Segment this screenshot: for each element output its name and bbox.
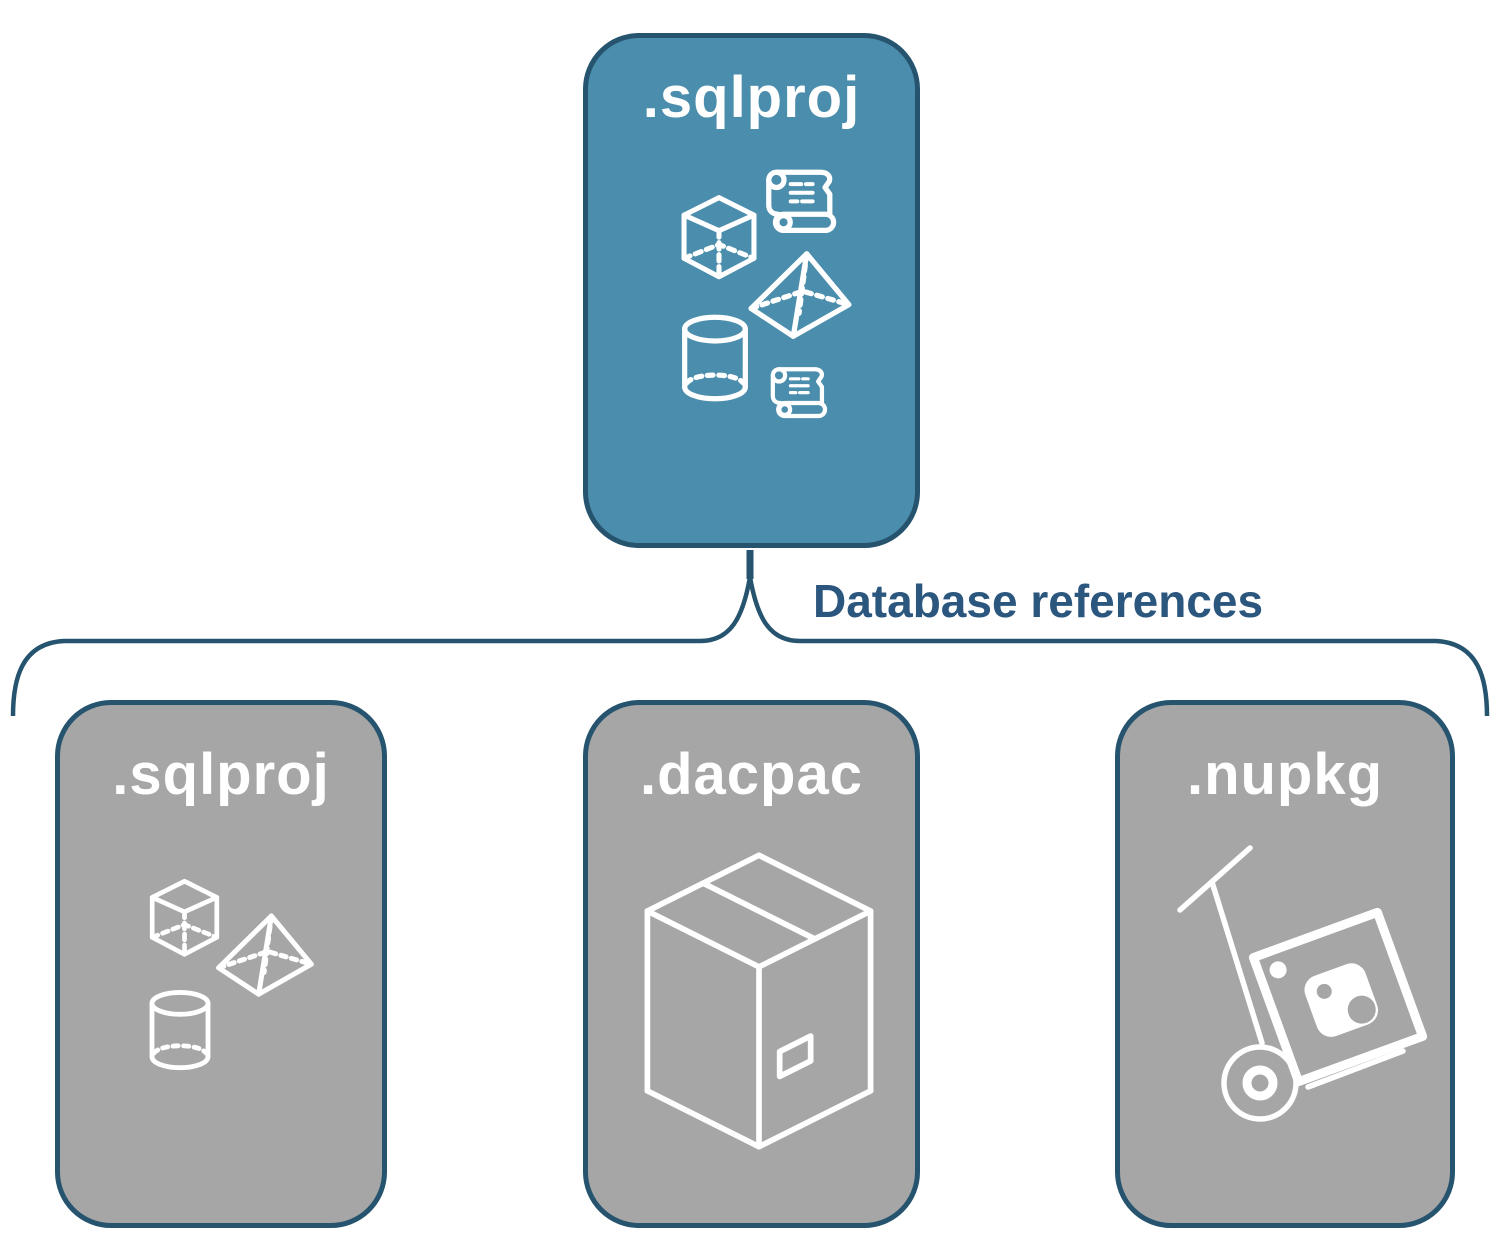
package-box-icon — [635, 847, 883, 1157]
cube-icon — [152, 881, 217, 954]
node-title-dacpac: .dacpac — [640, 742, 863, 807]
node-title-nupkg: .nupkg — [1186, 742, 1384, 807]
node-title-sqlproj-child: .sqlproj — [112, 742, 330, 807]
node-nupkg: .nupkg — [1115, 700, 1455, 1228]
scroll-icon — [773, 369, 825, 416]
sql-objects-icons — [648, 153, 868, 453]
cylinder-icon — [152, 992, 208, 1067]
scroll-icon — [769, 172, 834, 230]
node-title-sqlproj-parent: .sqlproj — [642, 65, 861, 130]
node-sqlproj-parent: .sqlproj — [583, 33, 920, 548]
cube-icon — [684, 198, 754, 277]
connector-brace — [10, 576, 1490, 717]
sql-objects-icons — [120, 845, 340, 1085]
cylinder-icon — [685, 317, 746, 399]
connector-label: Database references — [813, 575, 1264, 627]
node-sqlproj-child: .sqlproj — [55, 700, 387, 1228]
node-dacpac: .dacpac — [583, 700, 920, 1228]
pyramid-icon — [751, 254, 849, 336]
pyramid-icon — [219, 916, 312, 994]
hand-truck-icon — [1150, 825, 1450, 1155]
